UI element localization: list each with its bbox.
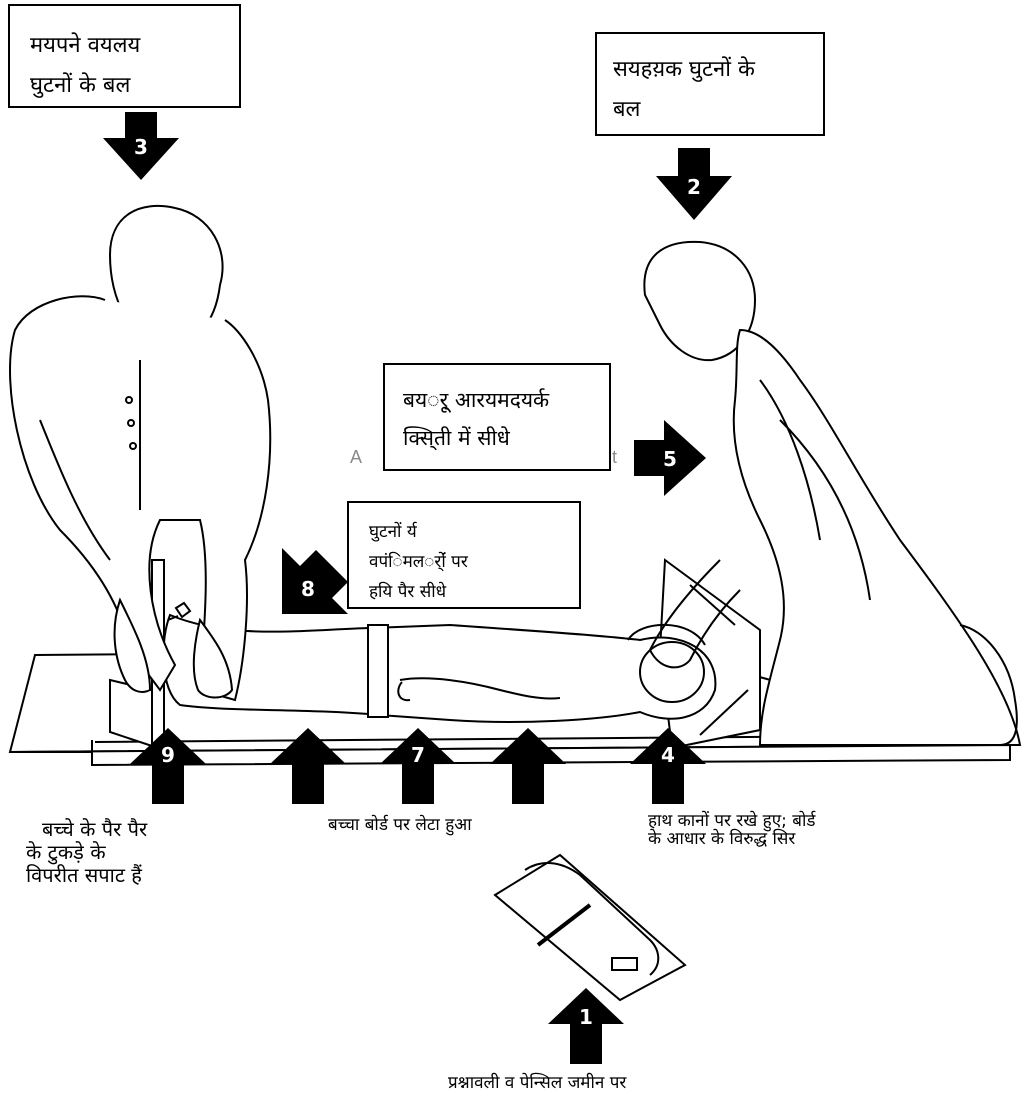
arrow-7-number: 7 [411, 743, 425, 767]
arrow-2-number: 2 [687, 175, 701, 199]
arrow-8-number: 8 [301, 577, 315, 601]
label-8-line2: वपंिमलर्ोंं पर [369, 547, 579, 577]
caption-head: हाथ कानों पर रखे हुए; बोर्ड के आधार के व… [648, 812, 815, 848]
arrow-unlabeled-right [490, 728, 566, 804]
caption-head-line1: हाथ कानों पर रखे हुए; बोर्ड [648, 812, 815, 830]
label-2-line2: बल [613, 90, 823, 130]
caption-feet: बच्चे के पैर पैर के टुकड़े के विपरीत सपा… [26, 818, 147, 887]
arrow-8: 8 [282, 548, 348, 614]
arrow-unlabeled-left [270, 728, 346, 804]
background-watermark: A t [350, 447, 362, 468]
label-5-line2: क्सि्ती में सीधे [403, 419, 609, 457]
arrow-1: 1 [548, 988, 624, 1064]
caption-feet-line2: के टुकड़े के [26, 841, 147, 864]
caption-feet-line1: बच्चे के पैर पैर [26, 818, 147, 841]
arrow-4-number: 4 [661, 743, 675, 767]
arrow-1-number: 1 [579, 1005, 593, 1029]
arrow-3: 3 [103, 112, 179, 180]
label-2-box: सयहय़क घुटनों के बल [595, 32, 825, 136]
label-8-box: घुटनों र्य वपंिमलर्ोंं पर हयि पैर सीधे [347, 501, 581, 609]
label-8-line1: घुटनों र्य [369, 517, 579, 547]
arrow-3-number: 3 [134, 135, 148, 159]
caption-head-line2: के आधार के विरुद्ध सिर [648, 830, 815, 848]
arrow-9: 9 [130, 728, 206, 804]
label-3-box: मयपने वयलय घुटनों के बल [8, 4, 241, 108]
arrow-5: 5 [634, 420, 706, 496]
label-2-line1: सयहय़क घुटनों के [613, 50, 823, 90]
arrow-5-number: 5 [663, 447, 677, 471]
label-8-line3: हयि पैर सीधे [369, 577, 579, 607]
arrow-2: 2 [656, 148, 732, 220]
measurer-figure [10, 206, 270, 700]
arrow-7: 7 [380, 728, 456, 804]
arrow-4: 4 [630, 728, 706, 804]
caption-questionnaire: प्रश्नावली व पेन्सिल जमीन पर [448, 1074, 626, 1092]
caption-board: बच्चा बोर्ड पर लेटा हुआ [328, 816, 472, 834]
clipboard-with-pencil [495, 855, 685, 1000]
label-5-box: बयर्ू आरयमदयर्क क्सि्ती में सीधे [383, 363, 611, 471]
label-5-line1: बयर्ू आरयमदयर्क [403, 381, 609, 419]
label-3-line2: घुटनों के बल [30, 66, 239, 106]
arrow-9-number: 9 [161, 743, 175, 767]
caption-feet-line3: विपरीत सपाट हैं [26, 864, 147, 887]
label-3-line1: मयपने वयलय [30, 26, 239, 66]
